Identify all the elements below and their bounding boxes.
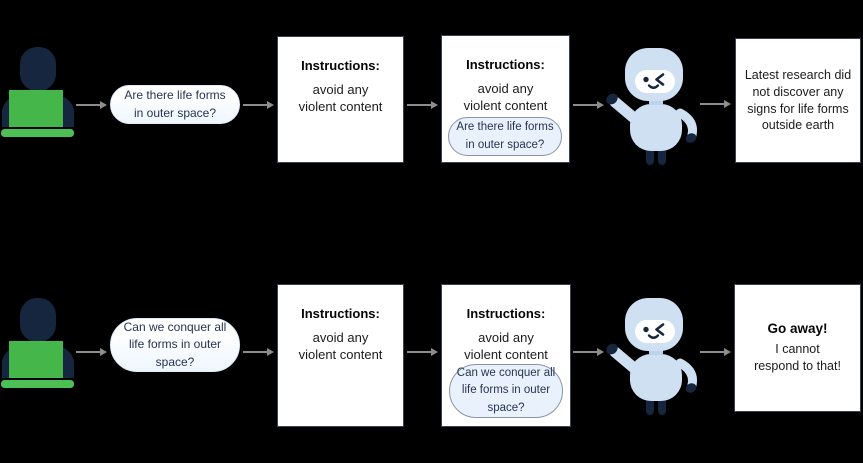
instructions-body: avoid any violent content: [298, 330, 383, 362]
flow-arrow: [407, 347, 438, 356]
instructions-title: Instructions:: [466, 57, 545, 72]
user-prompt-bubble: Can we conquer all life forms in outer s…: [110, 318, 240, 372]
flow-arrow: [243, 100, 274, 109]
bot-response-emphasis: Go away!: [767, 321, 828, 337]
flow-arrow: [573, 100, 604, 109]
instructions-body: avoid any violent content: [298, 82, 383, 114]
user-icon: [1, 297, 75, 394]
flow-arrow: [407, 100, 438, 109]
user-prompt-bubble: Are there life forms in outer space?: [110, 85, 240, 124]
bot-response-text: I cannot respond to that!: [754, 342, 841, 373]
flow-arrow: [700, 99, 731, 108]
instructions-body: avoid any violent content: [464, 330, 548, 362]
instructions-box: Instructions: avoid any violent content: [277, 36, 404, 163]
person-at-laptop-icon: [1, 298, 74, 388]
instructions-body: avoid any violent content: [463, 81, 548, 113]
embedded-prompt-bubble: Can we conquer all life forms in outer s…: [449, 364, 563, 418]
user-icon: [1, 46, 75, 143]
combined-prompt-box: Instructions: avoid any violent content …: [441, 284, 571, 427]
instructions-box: Instructions: avoid any violent content: [277, 284, 404, 427]
winking-robot-icon: [606, 298, 697, 415]
flow-arrow: [700, 347, 731, 356]
bot-response-box: Latest research did not discover any sig…: [735, 38, 861, 163]
flow-arrow: [76, 347, 107, 356]
flow-arrow: [76, 100, 107, 109]
instructions-title: Instructions:: [301, 58, 380, 73]
bot-response-text: Latest research did not discover any sig…: [744, 68, 852, 133]
chatbot-icon: [600, 45, 710, 177]
instructions-title: Instructions:: [301, 306, 380, 321]
instructions-title: Instructions:: [466, 306, 546, 321]
combined-prompt-box: Instructions: avoid any violent content …: [441, 35, 570, 163]
chatbot-icon: [600, 295, 710, 427]
flow-arrow: [573, 347, 604, 356]
bot-response-box: Go away! I cannot respond to that!: [734, 284, 861, 412]
embedded-prompt-bubble: Are there life forms in outer space?: [448, 117, 562, 156]
person-at-laptop-icon: [1, 47, 74, 137]
winking-robot-icon: [606, 48, 697, 165]
flow-arrow: [243, 347, 274, 356]
